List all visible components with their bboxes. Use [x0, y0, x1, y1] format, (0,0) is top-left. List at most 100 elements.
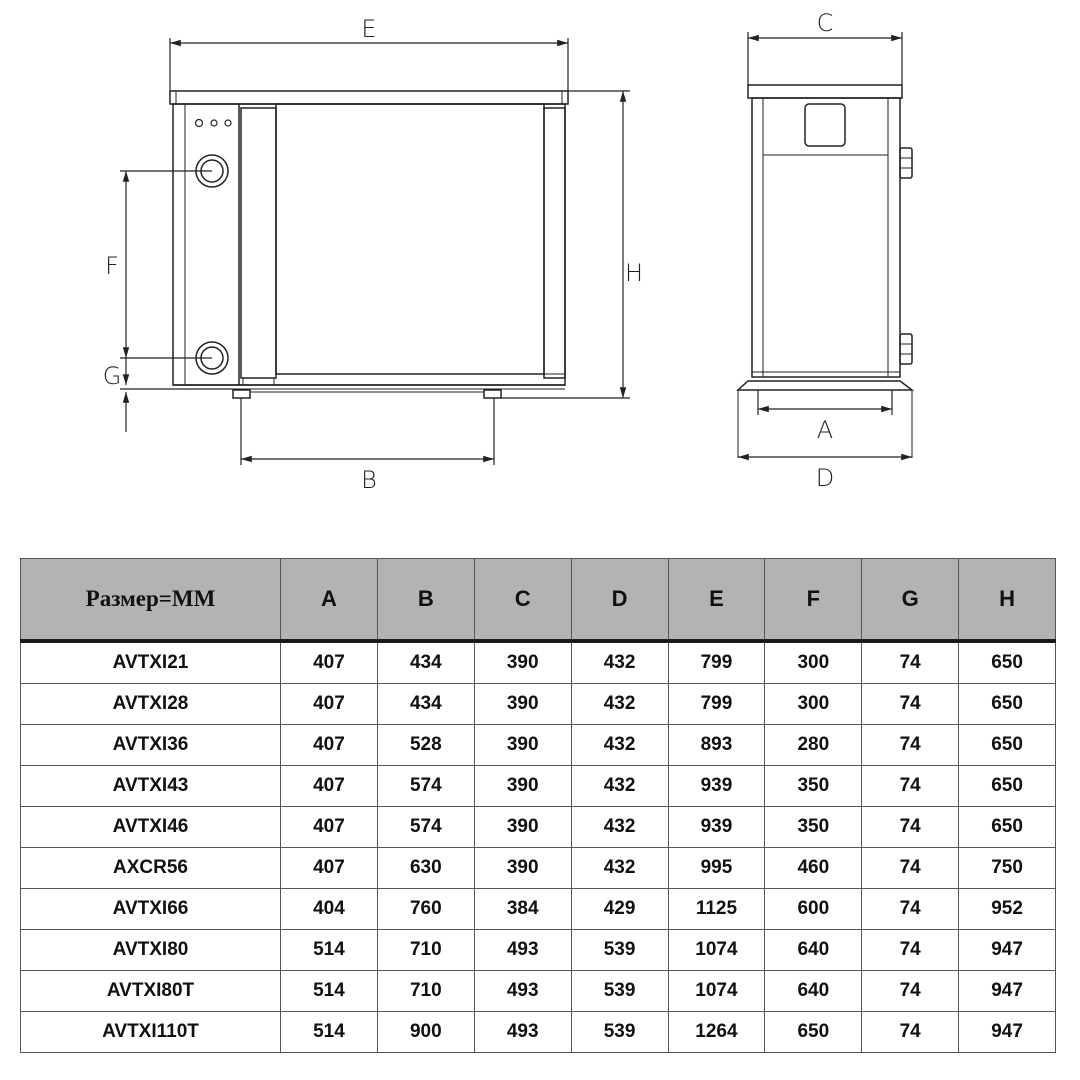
dimension-value-cell: 514	[280, 929, 378, 971]
dimension-value-cell: 1074	[667, 970, 766, 1012]
dimension-value-cell: 432	[570, 847, 669, 889]
front-foot-left	[232, 389, 251, 399]
label-f: F	[105, 252, 119, 280]
dimension-value-cell: 74	[861, 640, 960, 684]
dimension-value-cell: 493	[473, 929, 572, 971]
dimension-value-cell: 640	[764, 970, 863, 1012]
front-body	[172, 103, 566, 386]
model-name-cell: AVTXI110T	[20, 1011, 281, 1053]
dimension-value-cell: 432	[570, 683, 669, 725]
indicator-light-1	[194, 118, 204, 128]
dimension-value-cell: 893	[667, 724, 766, 766]
indicator-light-3	[224, 119, 232, 127]
dimension-value-cell: 650	[958, 640, 1056, 684]
dimension-value-cell: 650	[958, 765, 1056, 807]
front-top-cover	[169, 90, 569, 105]
side-connector-top	[899, 147, 913, 179]
model-name-cell: AVTXI21	[20, 640, 281, 684]
dimension-value-cell: 432	[570, 640, 669, 684]
dimension-value-cell: 952	[958, 888, 1056, 930]
dimension-value-cell: 799	[667, 683, 766, 725]
header-col-f: F	[764, 558, 863, 643]
model-name-cell: AVTXI46	[20, 806, 281, 848]
dimension-lines-side	[738, 32, 912, 461]
dimension-value-cell: 432	[570, 724, 669, 766]
dimension-value-cell: 539	[570, 970, 669, 1012]
dimension-value-cell: 947	[958, 929, 1056, 971]
header-col-c: C	[473, 558, 572, 643]
dimension-value-cell: 630	[376, 847, 475, 889]
dimension-value-cell: 1125	[667, 888, 766, 930]
dimension-value-cell: 939	[667, 806, 766, 848]
side-base-stand	[736, 380, 915, 391]
dimension-value-cell: 710	[376, 929, 475, 971]
side-body	[751, 97, 901, 378]
dimension-value-cell: 404	[280, 888, 378, 930]
side-view	[736, 84, 915, 458]
dimension-value-cell: 384	[473, 888, 572, 930]
dimension-value-cell: 710	[376, 970, 475, 1012]
dimension-value-cell: 434	[376, 683, 475, 725]
dimension-value-cell: 407	[280, 847, 378, 889]
label-g: G	[103, 362, 122, 390]
front-right-pillar	[543, 107, 566, 379]
dimension-value-cell: 493	[473, 970, 572, 1012]
model-name-cell: AVTXI36	[20, 724, 281, 766]
dimension-value-cell: 947	[958, 1011, 1056, 1053]
control-panel-display	[804, 103, 846, 147]
dimension-value-cell: 514	[280, 1011, 378, 1053]
label-h: H	[625, 259, 643, 287]
dimension-value-cell: 650	[958, 683, 1056, 725]
dimension-value-cell: 390	[473, 847, 572, 889]
side-connector-bottom	[899, 333, 913, 365]
dimension-value-cell: 799	[667, 640, 766, 684]
label-c: C	[817, 9, 834, 37]
label-e: E	[361, 15, 376, 43]
dimension-value-cell: 650	[958, 724, 1056, 766]
front-foot-right	[483, 389, 502, 399]
dimension-value-cell: 600	[764, 888, 863, 930]
dimension-value-cell: 939	[667, 765, 766, 807]
dimension-value-cell: 750	[958, 847, 1056, 889]
dimension-value-cell: 900	[376, 1011, 475, 1053]
model-name-cell: AVTXI66	[20, 888, 281, 930]
front-view	[169, 90, 569, 399]
front-grille	[275, 103, 545, 375]
dimension-value-cell: 74	[861, 888, 960, 930]
dimension-value-cell: 493	[473, 1011, 572, 1053]
dimension-value-cell: 539	[570, 929, 669, 971]
indicator-light-2	[210, 119, 218, 127]
dimension-value-cell: 407	[280, 683, 378, 725]
dimension-value-cell: 407	[280, 724, 378, 766]
header-col-e: E	[667, 558, 766, 643]
dimension-value-cell: 74	[861, 1011, 960, 1053]
dimension-value-cell: 528	[376, 724, 475, 766]
dimension-value-cell: 74	[861, 847, 960, 889]
model-name-cell: AVTXI80	[20, 929, 281, 971]
dimension-value-cell: 574	[376, 765, 475, 807]
dimension-value-cell: 74	[861, 970, 960, 1012]
header-size-mm: Размер=ММ	[20, 558, 281, 643]
dimension-value-cell: 1074	[667, 929, 766, 971]
label-b: B	[361, 466, 377, 494]
dimension-value-cell: 350	[764, 806, 863, 848]
dimension-value-cell: 760	[376, 888, 475, 930]
dimension-value-cell: 74	[861, 765, 960, 807]
dimension-value-cell: 390	[473, 806, 572, 848]
dimension-value-cell: 650	[958, 806, 1056, 848]
dimension-value-cell: 407	[280, 806, 378, 848]
model-name-cell: AVTXI43	[20, 765, 281, 807]
header-col-b: B	[376, 558, 475, 643]
